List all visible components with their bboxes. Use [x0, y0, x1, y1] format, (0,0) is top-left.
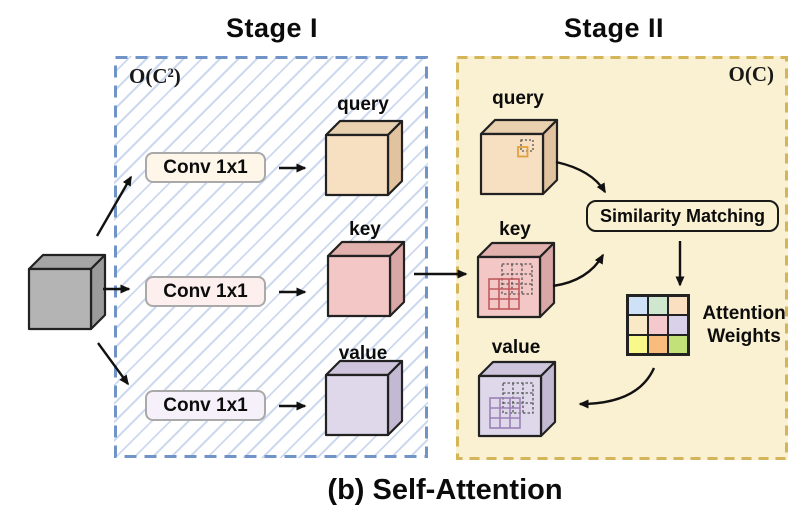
stage2-complexity-label: O(C): [728, 62, 775, 86]
stage2-value-label: value: [491, 337, 541, 358]
stage1-dashed-border: [114, 56, 428, 458]
input-feature-cube: [27, 253, 107, 331]
stage2-key-cube: [476, 241, 556, 319]
value-patch-grid: [489, 397, 521, 429]
conv1x1-value-block: Conv 1x1: [145, 390, 266, 421]
attention-cell: [628, 334, 648, 354]
attention-cell: [648, 334, 668, 354]
attention-cell: [628, 315, 648, 335]
attention-weights-label: Attention Weights: [692, 302, 796, 348]
stage1-title: Stage I: [225, 13, 319, 43]
attention-weights-grid: [626, 294, 690, 356]
attention-cell: [668, 315, 688, 335]
stage1-key-label: key: [349, 219, 381, 240]
stage1-query-cube: [324, 119, 404, 197]
query-pixel-marker: [517, 146, 529, 158]
conv1x1-key-block: Conv 1x1: [145, 276, 266, 307]
figure-caption: (b) Self-Attention: [327, 474, 563, 506]
stage1-query-label: query: [337, 94, 389, 115]
attention-cell: [668, 334, 688, 354]
attention-cell: [648, 296, 668, 316]
stage1-key-cube: [326, 240, 406, 318]
stage1-complexity-label: O(C²): [129, 64, 181, 88]
stage2-query-label: query: [492, 88, 544, 109]
similarity-matching-box: Similarity Matching: [586, 200, 779, 232]
attention-cell: [648, 315, 668, 335]
attention-weights-label-line1: Attention: [702, 303, 786, 324]
attention-weights-label-line2: Weights: [707, 326, 781, 347]
stage1-value-label: value: [338, 343, 388, 364]
stage2-query-cube: [479, 118, 559, 196]
conv1x1-query-block: Conv 1x1: [145, 152, 266, 183]
stage2-dashed-border: [456, 56, 788, 460]
stage2-title: Stage II: [563, 13, 665, 43]
key-patch-grid: [488, 278, 520, 310]
attention-cell: [628, 296, 648, 316]
stage2-value-cube: [477, 360, 557, 438]
attention-cell: [668, 296, 688, 316]
stage2-key-label: key: [499, 219, 531, 240]
stage1-value-cube: [324, 359, 404, 437]
